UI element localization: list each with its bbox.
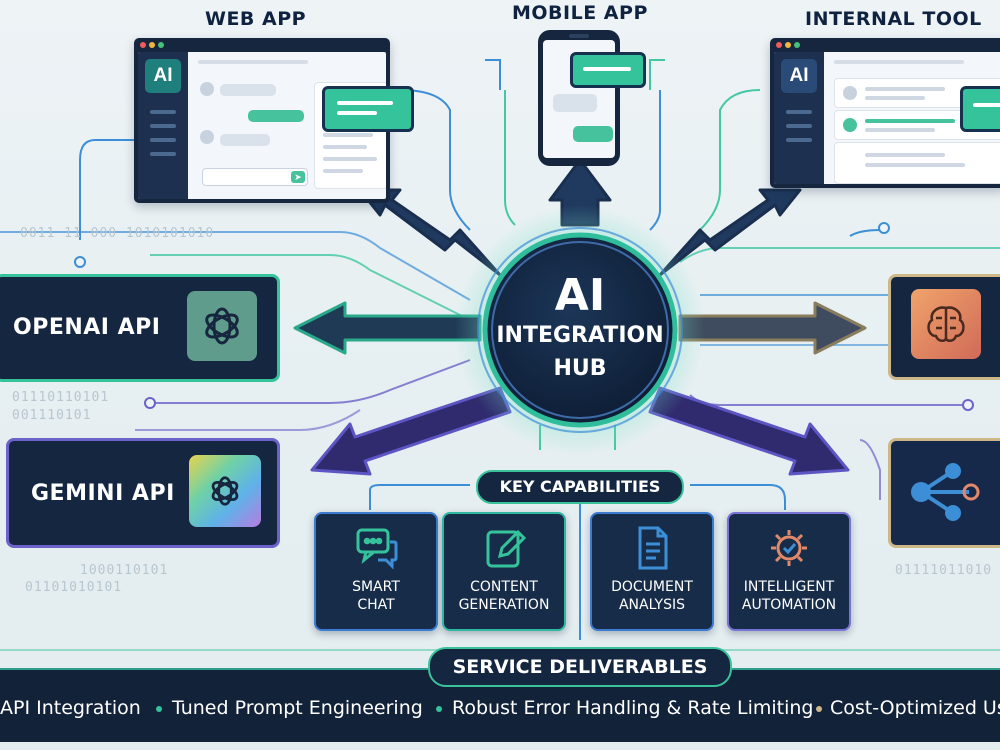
web-app-label: WEB APP	[205, 8, 307, 30]
capability-smart-chat: SMART CHAT	[314, 512, 438, 631]
message-input[interactable]: ➤	[202, 168, 308, 186]
mobile-phone	[538, 30, 620, 166]
openai-logo-icon	[187, 291, 257, 361]
brain-icon	[911, 289, 981, 359]
brain-service-card	[888, 274, 1000, 380]
capability-label: INTELLIGENT	[743, 579, 835, 595]
capability-label: ANALYSIS	[618, 597, 686, 613]
capability-label: DOCUMENT	[611, 579, 693, 595]
share-icon	[911, 463, 980, 521]
deliverable-item: API Integration	[0, 697, 141, 719]
deliverable-item: Robust Error Handling & Rate Limiting	[452, 697, 814, 719]
send-icon[interactable]: ➤	[291, 171, 305, 183]
hub-title-integration: INTEGRATION	[496, 323, 664, 348]
openai-api-label: OPENAI API	[13, 315, 161, 340]
chat-bubble-icon	[322, 86, 414, 132]
capability-content-generation: CONTENT GENERATION	[442, 512, 566, 631]
binary-decoration: 0011 11 000 1010101010	[20, 226, 215, 241]
capability-label: CONTENT	[470, 579, 538, 595]
gemini-api-card: GEMINI API	[6, 438, 280, 548]
internal-tool-sidebar: AI	[774, 52, 824, 184]
hub-title-ai: AI	[554, 270, 606, 321]
binary-decoration: 01111011010	[895, 563, 993, 578]
ai-logo: AI	[145, 59, 181, 93]
capability-label: AUTOMATION	[741, 597, 837, 613]
capability-label: SMART	[352, 579, 400, 595]
internal-tool-label: INTERNAL TOOL	[805, 8, 982, 30]
capability-label: CHAT	[357, 597, 395, 613]
document-icon	[638, 526, 668, 570]
capability-intelligent-automation: INTELLIGENT AUTOMATION	[727, 512, 851, 631]
deliverable-item: Cost-Optimized Us	[830, 697, 1000, 719]
binary-decoration: 01101010101	[25, 580, 123, 595]
capability-document-analysis: DOCUMENT ANALYSIS	[590, 512, 714, 631]
service-deliverables-title: SERVICE DELIVERABLES	[428, 647, 732, 687]
share-service-card	[888, 438, 1000, 548]
gemini-api-label: GEMINI API	[31, 481, 175, 506]
bullet-icon	[436, 706, 442, 712]
mobile-app-label: MOBILE APP	[512, 2, 648, 24]
bullet-icon	[156, 706, 162, 712]
hub-title-hub: HUB	[553, 356, 607, 381]
deliverable-item: Tuned Prompt Engineering	[172, 697, 423, 719]
chat-bubble-icon	[960, 86, 1000, 132]
openai-api-card: OPENAI API	[0, 274, 280, 382]
capability-label: GENERATION	[458, 597, 550, 613]
key-capabilities-title: KEY CAPABILITIES	[476, 470, 684, 504]
bullet-icon	[816, 706, 822, 712]
web-app-sidebar: AI	[138, 52, 188, 199]
binary-decoration: 001110101	[12, 408, 92, 423]
internal-tool-window: AI	[770, 38, 1000, 188]
gear-check-icon	[771, 530, 807, 566]
chat-bubble-icon	[570, 52, 646, 88]
binary-decoration: 1000110101	[80, 563, 169, 578]
gemini-logo-icon	[189, 455, 261, 527]
binary-decoration: 01110110101	[12, 390, 110, 405]
edit-icon	[486, 529, 527, 568]
chat-icon	[356, 528, 398, 570]
ai-logo: AI	[781, 59, 817, 93]
